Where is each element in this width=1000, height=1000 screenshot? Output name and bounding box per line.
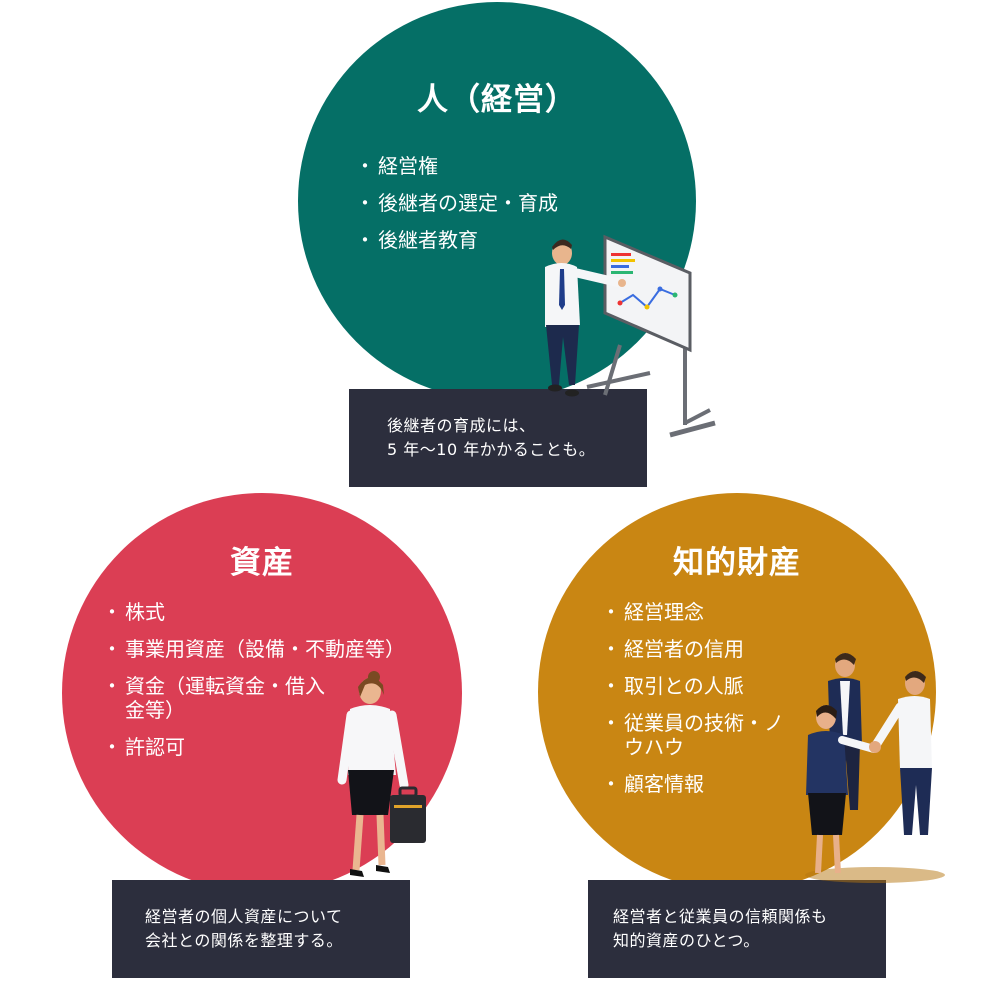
ip-caption: 経営者と従業員の信頼関係も 知的資産のひとつ。 — [588, 880, 886, 978]
presenter-illustration — [545, 234, 716, 438]
team-illustration — [805, 653, 945, 883]
ip-circle: 知的財産 経営理念 経営者の信用 取引との人脈 従業員の技術・ノウハウ 顧客情報 — [538, 493, 936, 891]
caption-line: 経営者の個人資産について — [145, 907, 343, 926]
businesswoman-illustration — [337, 671, 426, 877]
assets-item: 株式 — [102, 600, 445, 624]
assets-item: 資金（運転資金・借入金等） — [102, 674, 325, 722]
caption-line: 経営者と従業員の信頼関係も — [613, 907, 828, 926]
management-item: 後継者の選定・育成 — [355, 191, 558, 215]
ip-item: 取引との人脈 — [601, 674, 864, 698]
ip-item: 経営者の信用 — [601, 637, 864, 661]
assets-list: 株式 事業用資産（設備・不動産等） 資金（運転資金・借入金等） 許認可 — [102, 600, 445, 772]
management-list: 経営権 後継者の選定・育成 後継者教育 — [355, 154, 558, 265]
ip-title: 知的財産 — [673, 545, 801, 581]
ip-item: 従業員の技術・ノウハウ — [601, 711, 794, 759]
caption-line: 後継者の育成には、 — [387, 416, 536, 435]
management-item: 後継者教育 — [355, 228, 558, 252]
caption-line: 知的資産のひとつ。 — [613, 931, 760, 950]
ip-item: 経営理念 — [601, 600, 864, 624]
ip-list: 経営理念 経営者の信用 取引との人脈 従業員の技術・ノウハウ 顧客情報 — [601, 600, 864, 809]
caption-line: 5 年〜10 年かかることも。 — [387, 440, 596, 459]
assets-title: 資産 — [230, 545, 294, 581]
caption-line: 会社との関係を整理する。 — [145, 931, 343, 950]
management-item: 経営権 — [355, 154, 558, 178]
assets-item: 許認可 — [102, 735, 445, 759]
ip-item: 顧客情報 — [601, 772, 864, 796]
management-title: 人（経営） — [417, 82, 577, 118]
management-caption: 後継者の育成には、 5 年〜10 年かかることも。 — [349, 389, 647, 487]
assets-caption: 経営者の個人資産について 会社との関係を整理する。 — [112, 880, 410, 978]
assets-item: 事業用資産（設備・不動産等） — [102, 637, 445, 661]
management-circle: 人（経営） 経営権 後継者の選定・育成 後継者教育 — [298, 2, 696, 400]
